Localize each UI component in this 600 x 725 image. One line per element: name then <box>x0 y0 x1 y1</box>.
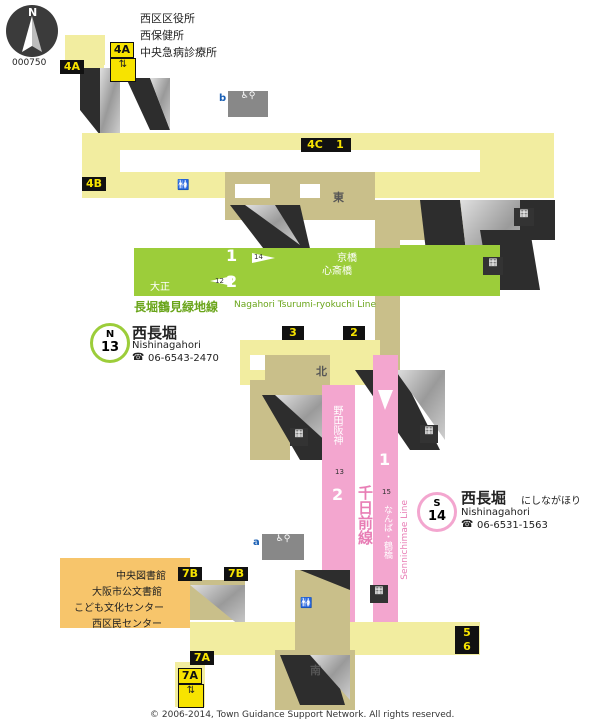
exit-7A-bottom: 7A <box>178 668 202 684</box>
nagahori-platform-2: 2 <box>226 272 238 291</box>
sennichimae-phone: 06-6531-1563 <box>477 520 548 531</box>
sennichimae-code-num: 14 <box>427 509 447 524</box>
nagahori-dir-east-1: 京橋 <box>337 253 357 264</box>
exit-5: 5 <box>455 626 479 640</box>
landmark-top-3: 中央急病診療所 <box>140 46 217 59</box>
landmark-left-3: こども文化センター <box>74 603 164 614</box>
facility-a-label: a <box>253 537 260 548</box>
nagahori-dir-east-2: 心斎橋 <box>322 266 352 277</box>
nagahori-next-1: 14 <box>254 253 263 261</box>
phone-icon-nagahori: ☎ <box>132 352 145 363</box>
exit-3: 3 <box>282 326 304 340</box>
sennichimae-code-letter: S <box>433 498 441 509</box>
sennichimae-station-badge: S 14 <box>417 492 457 532</box>
exit-7B-left: 7B <box>178 567 202 581</box>
facility-a-icons: ♿⚲ <box>262 534 304 560</box>
concourse-upper <box>65 35 555 370</box>
map-id: 000750 <box>12 58 47 68</box>
sennichimae-platform-1: 1 <box>379 450 391 469</box>
sennichimae-platform-2: 2 <box>332 485 344 504</box>
gate-north-label: 北 <box>316 365 327 378</box>
sennichimae-line-en: Sennichimae Line <box>400 500 410 580</box>
exit-7A-top: 7A <box>190 651 214 665</box>
nagahori-line-en: Nagahori Tsurumi-ryokuchi Line <box>234 300 377 310</box>
sennichimae-next-1: 15 <box>382 488 391 496</box>
ticket-gate-icon-north-left: ▦ <box>290 428 308 446</box>
exit-1: 1 <box>329 138 351 152</box>
exit-4A-right: 4A <box>110 42 134 58</box>
sennichimae-station-jp: 西長堀 <box>461 489 507 507</box>
sennichimae-station-en: Nishinagahori <box>461 507 530 518</box>
exit-2: 2 <box>343 326 365 340</box>
landmark-left-1: 中央図書館 <box>116 571 166 582</box>
exit-4C: 4C <box>301 138 329 152</box>
ticket-gate-icon-north-right: ▦ <box>420 425 438 443</box>
landmark-left-2: 大阪市公文書館 <box>92 587 162 598</box>
sennichimae-line-jp: 千日前線 <box>356 485 374 545</box>
gate-east-label: 東 <box>333 191 344 204</box>
facility-b-label: b <box>219 93 227 104</box>
ticket-gate-icon-east-1: ▦ <box>514 208 534 226</box>
north-compass-icon <box>6 5 58 57</box>
ticket-gate-icon-south: ▦ <box>370 585 388 603</box>
nagahori-station-jp: 西長堀 <box>132 324 178 342</box>
restroom-icon-a: 🚻 <box>300 598 313 609</box>
sennichimae-dir-2: 野田阪神 <box>331 405 342 445</box>
nagahori-platform <box>134 245 500 296</box>
restroom-icon-b: 🚻 <box>177 180 190 191</box>
elevator-icon-4A: ⇅ <box>110 58 136 82</box>
exit-6: 6 <box>455 640 479 654</box>
nagahori-code-letter: N <box>105 329 115 340</box>
landmark-left-4: 西区民センター <box>92 619 162 630</box>
landmark-top-1: 西区区役所 <box>140 12 195 25</box>
nagahori-station-badge: N 13 <box>90 323 130 363</box>
nagahori-phone: 06-6543-2470 <box>148 353 219 364</box>
phone-icon-sennichimae: ☎ <box>461 519 474 530</box>
gate-south-label: 南 <box>310 664 321 677</box>
exit-4B: 4B <box>82 177 106 191</box>
ticket-gate-icon-east-2: ▦ <box>483 257 503 275</box>
facility-b-icons: ♿⚲ <box>228 91 268 117</box>
copyright: © 2006-2014, Town Guidance Support Netwo… <box>150 710 455 720</box>
exit-7B-right: 7B <box>224 567 248 581</box>
sennichimae-next-2: 13 <box>335 468 344 476</box>
sennichimae-station-kana: にしながほり <box>521 496 581 507</box>
exit-4A-left: 4A <box>60 60 84 74</box>
north-label: N <box>28 6 38 19</box>
sennichimae-dir-1: なんば・鶴橋 <box>382 505 392 559</box>
nagahori-dir-west: 大正 <box>150 282 170 293</box>
landmark-top-2: 西保健所 <box>140 29 184 42</box>
nagahori-code-num: 13 <box>100 340 120 355</box>
elevator-icon-7A: ⇅ <box>178 684 204 708</box>
nagahori-station-en: Nishinagahori <box>132 340 201 351</box>
nagahori-next-2: 12 <box>215 277 224 285</box>
nagahori-platform-1: 1 <box>226 246 238 265</box>
nagahori-line-jp: 長堀鶴見緑地線 <box>134 300 219 314</box>
